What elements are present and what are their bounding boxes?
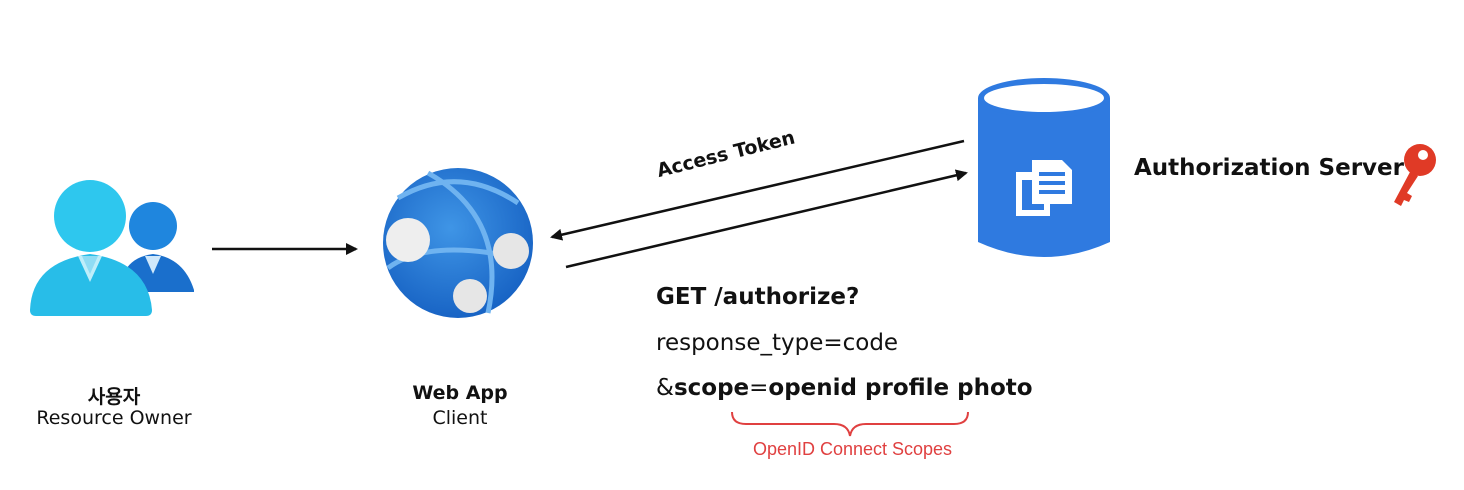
key-icon <box>1394 144 1436 206</box>
users-icon <box>30 180 194 316</box>
access-token-arrow <box>550 139 965 241</box>
request-line-3: &scope=openid profile photo <box>656 375 1033 401</box>
request-line-2: response_type=code <box>656 330 899 356</box>
client-subtitle: Client <box>432 407 488 429</box>
curly-brace <box>731 411 969 437</box>
request-equals: = <box>749 375 769 401</box>
database-icon <box>978 78 1110 257</box>
request-scope-value: openid profile photo <box>768 375 1033 401</box>
client-title: Web App <box>412 382 508 404</box>
user-subtitle: Resource Owner <box>36 407 192 429</box>
request-amp: & <box>656 375 674 401</box>
user-title: 사용자 <box>87 386 141 408</box>
request-scope-key: scope <box>673 375 750 401</box>
web-app-globe-icon <box>383 168 533 318</box>
request-line-1: GET /authorize? <box>656 284 860 310</box>
server-title: Authorization Server <box>1134 155 1404 181</box>
authorize-request-arrow <box>565 169 968 269</box>
scope-annotation: OpenID Connect Scopes <box>752 439 953 459</box>
